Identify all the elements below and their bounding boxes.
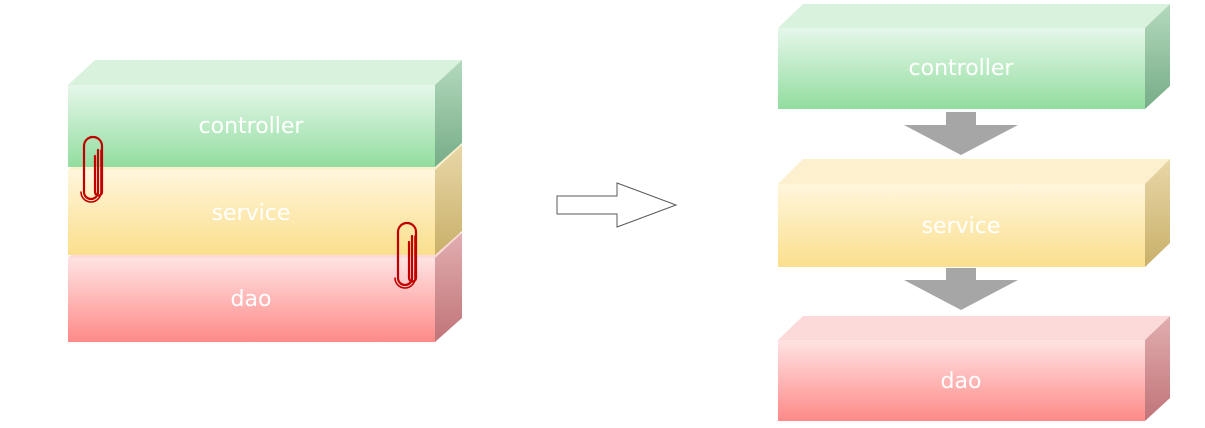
right-controller-label: controller: [909, 56, 1015, 81]
block-side-face: [1145, 159, 1170, 267]
right-controller-block: controller: [778, 4, 1170, 109]
block-top-face: [68, 60, 462, 85]
right-dao-block: dao: [778, 316, 1170, 421]
block-front-face: [68, 85, 435, 167]
paperclip-icon: [80, 135, 104, 203]
block-top-face: [778, 4, 1170, 28]
block-front-face: [778, 184, 1145, 267]
right-service-label: service: [922, 214, 1001, 239]
left-stack: dao service controller: [68, 60, 462, 342]
paperclip-icon: [394, 221, 418, 289]
right-stack: controller service dao: [778, 4, 1170, 421]
block-top-face: [778, 316, 1170, 340]
block-front-face: [68, 170, 435, 255]
down-arrow-icon: [904, 112, 1018, 155]
left-dao-label: dao: [231, 287, 272, 312]
hollow-right-arrow-icon: [556, 182, 678, 228]
block-side-face: [435, 60, 462, 167]
down-arrow-icon: [904, 268, 1018, 310]
right-dao-label: dao: [941, 369, 982, 394]
left-controller-label: controller: [199, 114, 305, 139]
block-side-face: [435, 233, 462, 342]
block-front-face: [68, 258, 435, 342]
block-front-face: [778, 28, 1145, 109]
right-service-block: service: [778, 159, 1170, 267]
left-service-label: service: [212, 201, 291, 226]
left-controller-block: controller: [68, 60, 462, 167]
block-top-face: [778, 159, 1170, 184]
block-side-face: [435, 145, 462, 255]
block-side-face: [1145, 316, 1170, 421]
block-front-face: [778, 340, 1145, 421]
block-side-face: [1145, 4, 1170, 109]
